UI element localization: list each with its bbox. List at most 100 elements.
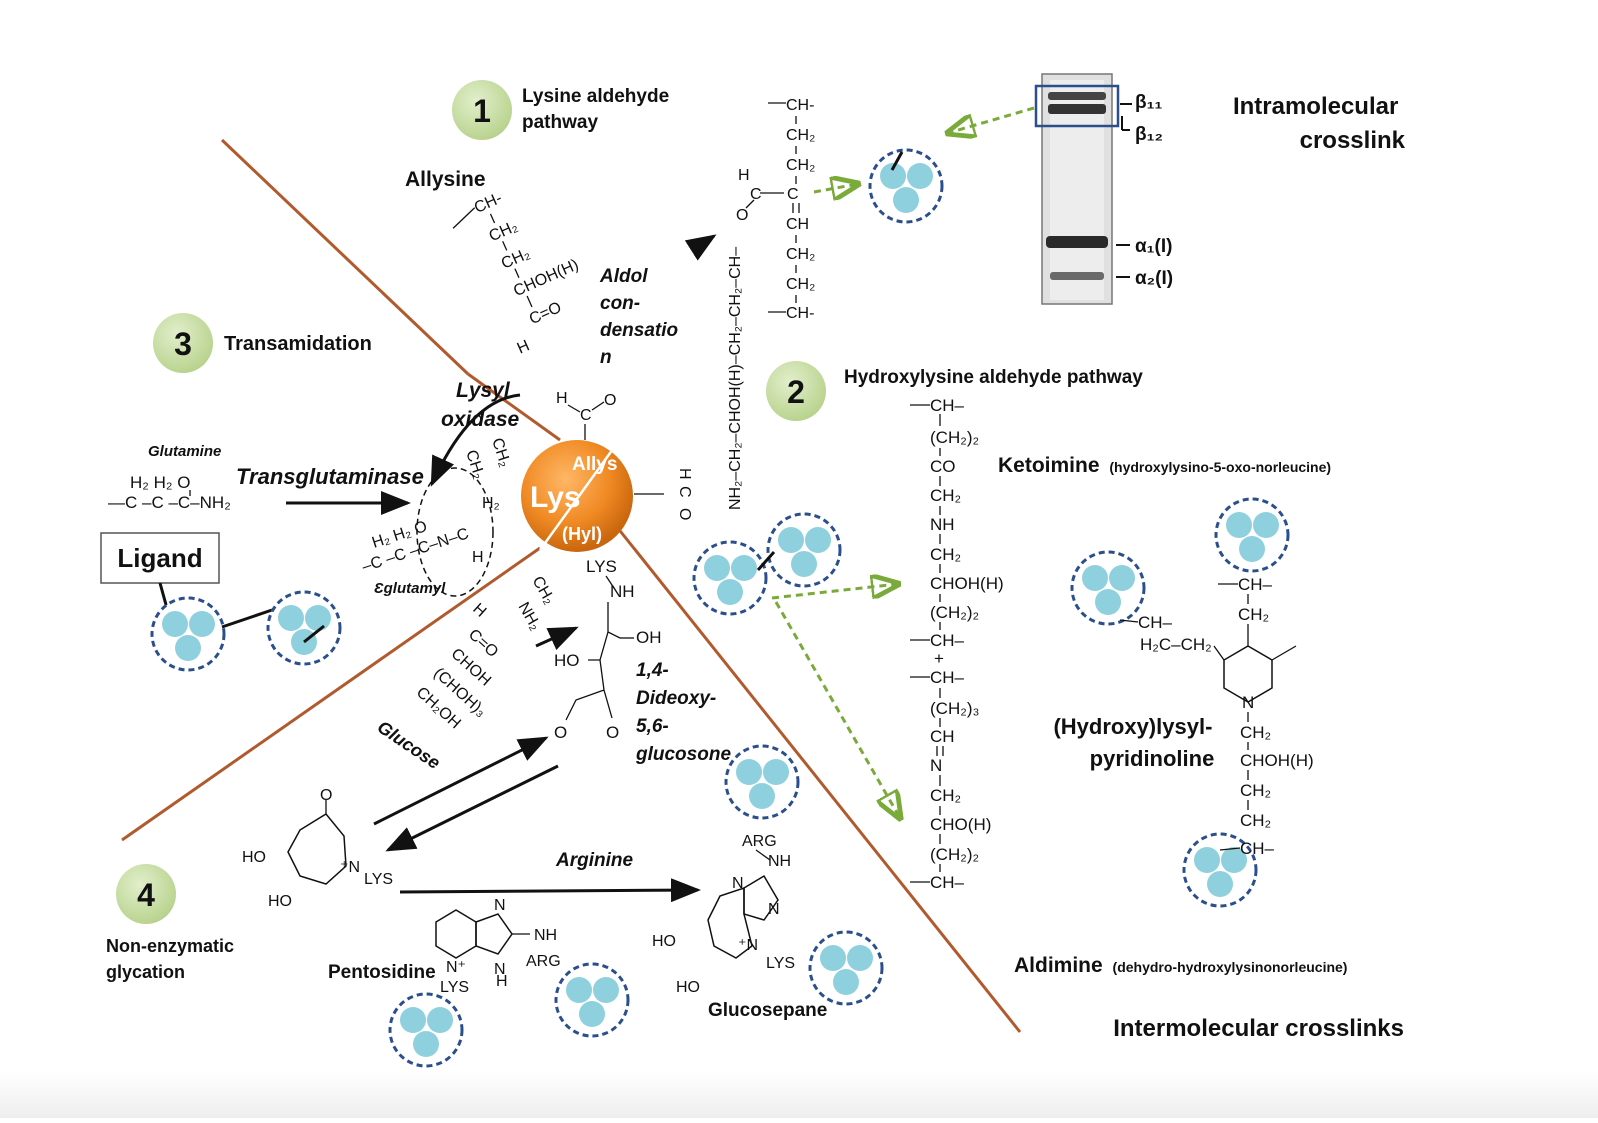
svg-text:CH₂: CH₂ [1240, 811, 1271, 830]
svg-text:CH₂: CH₂ [462, 448, 487, 481]
glucose-structure: H C=O CHOH (CHOH)₃ CH₂OH [413, 600, 501, 732]
badge-1-number: 1 [473, 93, 491, 129]
dideoxy-glucosone-label: 1,4- Dideoxy- 5,6- glucosone [635, 660, 731, 765]
badge-4: 4 [116, 864, 176, 924]
svg-text:LYS: LYS [364, 871, 393, 888]
reverse-arrow [385, 764, 559, 852]
glucosepane-label: Glucosepane [708, 1000, 827, 1021]
svg-text:LYS: LYS [440, 979, 469, 996]
svg-text:CH₂: CH₂ [930, 786, 961, 805]
lys-central-node: Lys Allys (Hyl) [521, 440, 633, 552]
svg-text:4: 4 [137, 877, 155, 913]
svg-text:CH–: CH– [1138, 613, 1173, 632]
svg-text:LYS: LYS [586, 557, 617, 576]
svg-text:3: 3 [174, 326, 192, 362]
svg-text:(CH₂)₃: (CH₂)₃ [930, 699, 979, 718]
glutamine-structure: H₂ H₂ O —C –C –C–NH₂ [108, 473, 231, 512]
svg-text:O: O [736, 207, 748, 224]
svg-text:H₂: H₂ [482, 495, 500, 512]
svg-text:C: C [676, 486, 693, 498]
pathway-3-title: Transamidation [224, 333, 372, 355]
svg-text:CH₂: CH₂ [499, 245, 533, 272]
ketoimine-aldimine-chain: CH– (CH₂)₂ CO CH₂ NH CH₂ CHOH(H) (CH₂)₂ … [910, 396, 1004, 892]
svg-text:CH₂: CH₂ [488, 436, 513, 469]
svg-text:NH: NH [768, 853, 791, 870]
allys-label: Allys [572, 454, 617, 475]
svg-text:CH–: CH– [930, 631, 965, 650]
svg-text:—C –C –C–NH₂: —C –C –C–NH₂ [108, 493, 231, 512]
svg-text:CH–: CH– [1238, 575, 1273, 594]
svg-text:⁺N: ⁺N [340, 859, 360, 876]
glucose-arrow [535, 626, 579, 651]
green-arrow-to-ketoimine [771, 584, 898, 600]
collagen-fibril-icon [868, 148, 944, 224]
svg-text:CH₂: CH₂ [1238, 605, 1269, 624]
badge-2: 2 [766, 361, 826, 421]
forward-arrow [373, 736, 549, 826]
aldol-product-structure: CH- CH₂ CH₂ C H C O CH CH₂ CH₂ CH- [736, 97, 815, 322]
hydroxylysine-chain: NH₂–CH₂–CHOH(H)–CH₂–CH₂–CH– [727, 247, 744, 510]
svg-text:NH: NH [534, 927, 557, 944]
svg-text:NH: NH [610, 582, 635, 601]
svg-text:2: 2 [787, 374, 805, 410]
svg-text:H: H [738, 167, 750, 184]
collagen-fibril-icon [150, 596, 226, 672]
svg-text:HO: HO [652, 933, 676, 950]
intermolecular-crosslinks-label: Intermolecular crosslinks [1113, 1015, 1404, 1042]
crosslink-bar [890, 151, 904, 171]
svg-text:CH₂: CH₂ [786, 127, 815, 144]
svg-text:H: H [676, 468, 693, 480]
svg-text:N: N [1242, 693, 1254, 712]
svg-text:O: O [604, 392, 616, 409]
collagen-fibril-icon [1214, 497, 1290, 573]
svg-text:N: N [768, 901, 780, 918]
gel-band-alpha1: α₁(I) [1135, 236, 1172, 257]
svg-text:C=O: C=O [527, 299, 564, 328]
gel-band-beta12: β₁₂ [1135, 124, 1163, 145]
lys-sidechain-bottom: CH₂ NH₂ [515, 574, 558, 634]
lys-label: Lys [530, 481, 581, 514]
badge-3: 3 [153, 313, 213, 373]
collagen-fibril-icon [1070, 550, 1146, 626]
svg-text:CH₂: CH₂ [786, 157, 815, 174]
svg-text:(CH₂)₂: (CH₂)₂ [930, 603, 979, 622]
collagen-fibril-icon [808, 930, 884, 1006]
svg-text:CH–: CH– [1240, 839, 1275, 858]
svg-text:N: N [732, 875, 744, 892]
svg-text:CH-: CH- [786, 305, 814, 322]
svg-text:ARG: ARG [526, 953, 561, 970]
pathway-2-title: Hydroxylysine aldehyde pathway [844, 367, 1143, 388]
collagen-fibril-icon [266, 590, 342, 666]
svg-text:CH: CH [786, 216, 809, 233]
collagen-fibril-icon [766, 512, 842, 588]
svg-text:CH–: CH– [930, 396, 965, 415]
svg-text:HO: HO [554, 651, 580, 670]
azepinone-structure: O HO HO ⁺N LYS [242, 787, 393, 910]
arginine-arrow [399, 878, 701, 903]
glutamine-label: Glutamine [148, 443, 221, 460]
aldol-condensation-label: Aldol con- densatio n [599, 266, 683, 368]
arginine-label: Arginine [555, 850, 633, 871]
svg-text:CH₂: CH₂ [487, 218, 521, 245]
green-arrow-to-aldimine [774, 601, 900, 818]
dideoxy-glucosone-structure: LYS NH OH HO O O [554, 557, 662, 742]
pyridinoline-structure: CH– CH₂ N CH– H₂C–CH₂ CH₂ CHOH(H) CH₂ CH… [1119, 575, 1314, 858]
svg-text:H: H [496, 973, 508, 990]
crosslink-bar [303, 624, 325, 644]
svg-text:⁺N: ⁺N [738, 937, 758, 954]
svg-text:CHO(H): CHO(H) [930, 815, 991, 834]
svg-text:CH₂: CH₂ [1240, 781, 1271, 800]
sds-gel-image [1034, 73, 1132, 305]
collagen-fibril-icon [692, 540, 768, 616]
svg-text:CHOH(H): CHOH(H) [1240, 751, 1314, 770]
aldol-arrow [684, 234, 717, 261]
svg-text:O: O [676, 508, 693, 520]
lysyl-oxidase-label: Lysyl oxidase [441, 379, 520, 431]
allysine-label: Allysine [405, 168, 486, 191]
svg-text:H: H [556, 390, 568, 407]
svg-text:O: O [320, 787, 332, 804]
svg-text:CH–: CH– [930, 668, 965, 687]
crosslink-bar [756, 551, 776, 571]
svg-text:(CH₂)₂: (CH₂)₂ [930, 845, 979, 864]
